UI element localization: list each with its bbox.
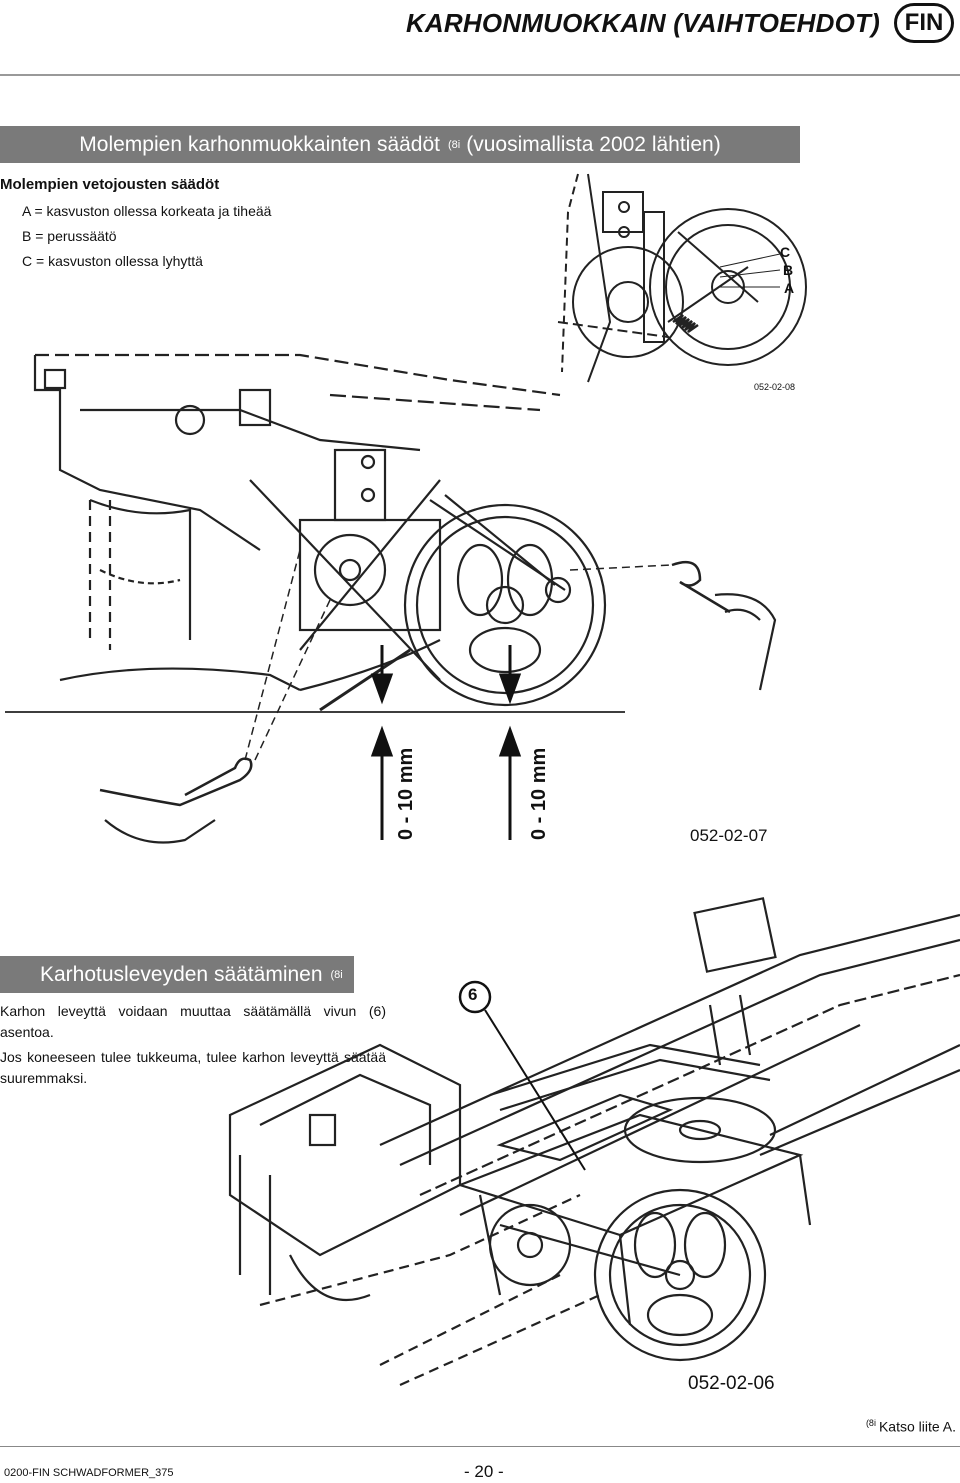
- paragraph: Karhon leveyttä voidaan muuttaa säätämäl…: [0, 1003, 386, 1040]
- subheading: Molempien vetojousten säädöt: [0, 176, 220, 193]
- setting-a: A = kasvuston ollessa korkeata ja tiheää: [22, 203, 272, 219]
- header-divider: [0, 74, 960, 76]
- footnote-ref: (8i: [330, 968, 343, 981]
- footer-divider: [0, 1446, 960, 1447]
- spring-detail-figure: C B A 052-02-08: [548, 172, 810, 404]
- label-b: B: [783, 262, 794, 278]
- document-code: 0200-FIN SCHWADFORMER_375: [4, 1467, 174, 1479]
- label-a: A: [784, 280, 795, 296]
- dimension-right: 0 - 10 mm: [528, 747, 550, 840]
- setting-b: B = perussäätö: [22, 228, 117, 244]
- footnote-ref: (8i: [865, 1418, 876, 1428]
- figure-code: 052-02-08: [754, 382, 796, 392]
- footnote-text: Katso liite A.: [878, 1418, 956, 1435]
- page-title: KARHONMUOKKAIN (VAIHTOEHDOT): [405, 8, 880, 38]
- section-title-bar: Karhotusleveyden säätäminen (8i: [0, 956, 354, 993]
- swath-width-figure: 6 052-02-06: [200, 895, 960, 1405]
- section-title-bar: Molempien karhonmuokkainten säädöt (8i (…: [0, 126, 800, 163]
- setting-c: C = kasvuston ollessa lyhyttä: [22, 253, 203, 269]
- figure-code: 052-02-07: [690, 826, 768, 845]
- label-c: C: [780, 244, 791, 260]
- footnote-ref: (8i: [448, 138, 461, 151]
- language-badge: FIN: [894, 3, 954, 43]
- section-title: Molempien karhonmuokkainten säädöt: [79, 132, 440, 156]
- figure-code: 052-02-06: [688, 1373, 775, 1394]
- callout-6: 6: [468, 985, 478, 1004]
- section-title-suffix: (vuosimallista 2002 lähtien): [466, 132, 721, 156]
- paragraph: Jos koneeseen tulee tukkeuma, tulee karh…: [0, 1049, 386, 1086]
- section-title: Karhotusleveyden säätäminen: [40, 962, 323, 986]
- page-number: - 20 -: [464, 1462, 504, 1481]
- rake-adjustment-figure: 0 - 10 mm 0 - 10 mm 052-02-07: [0, 350, 960, 860]
- dimension-left: 0 - 10 mm: [395, 747, 417, 840]
